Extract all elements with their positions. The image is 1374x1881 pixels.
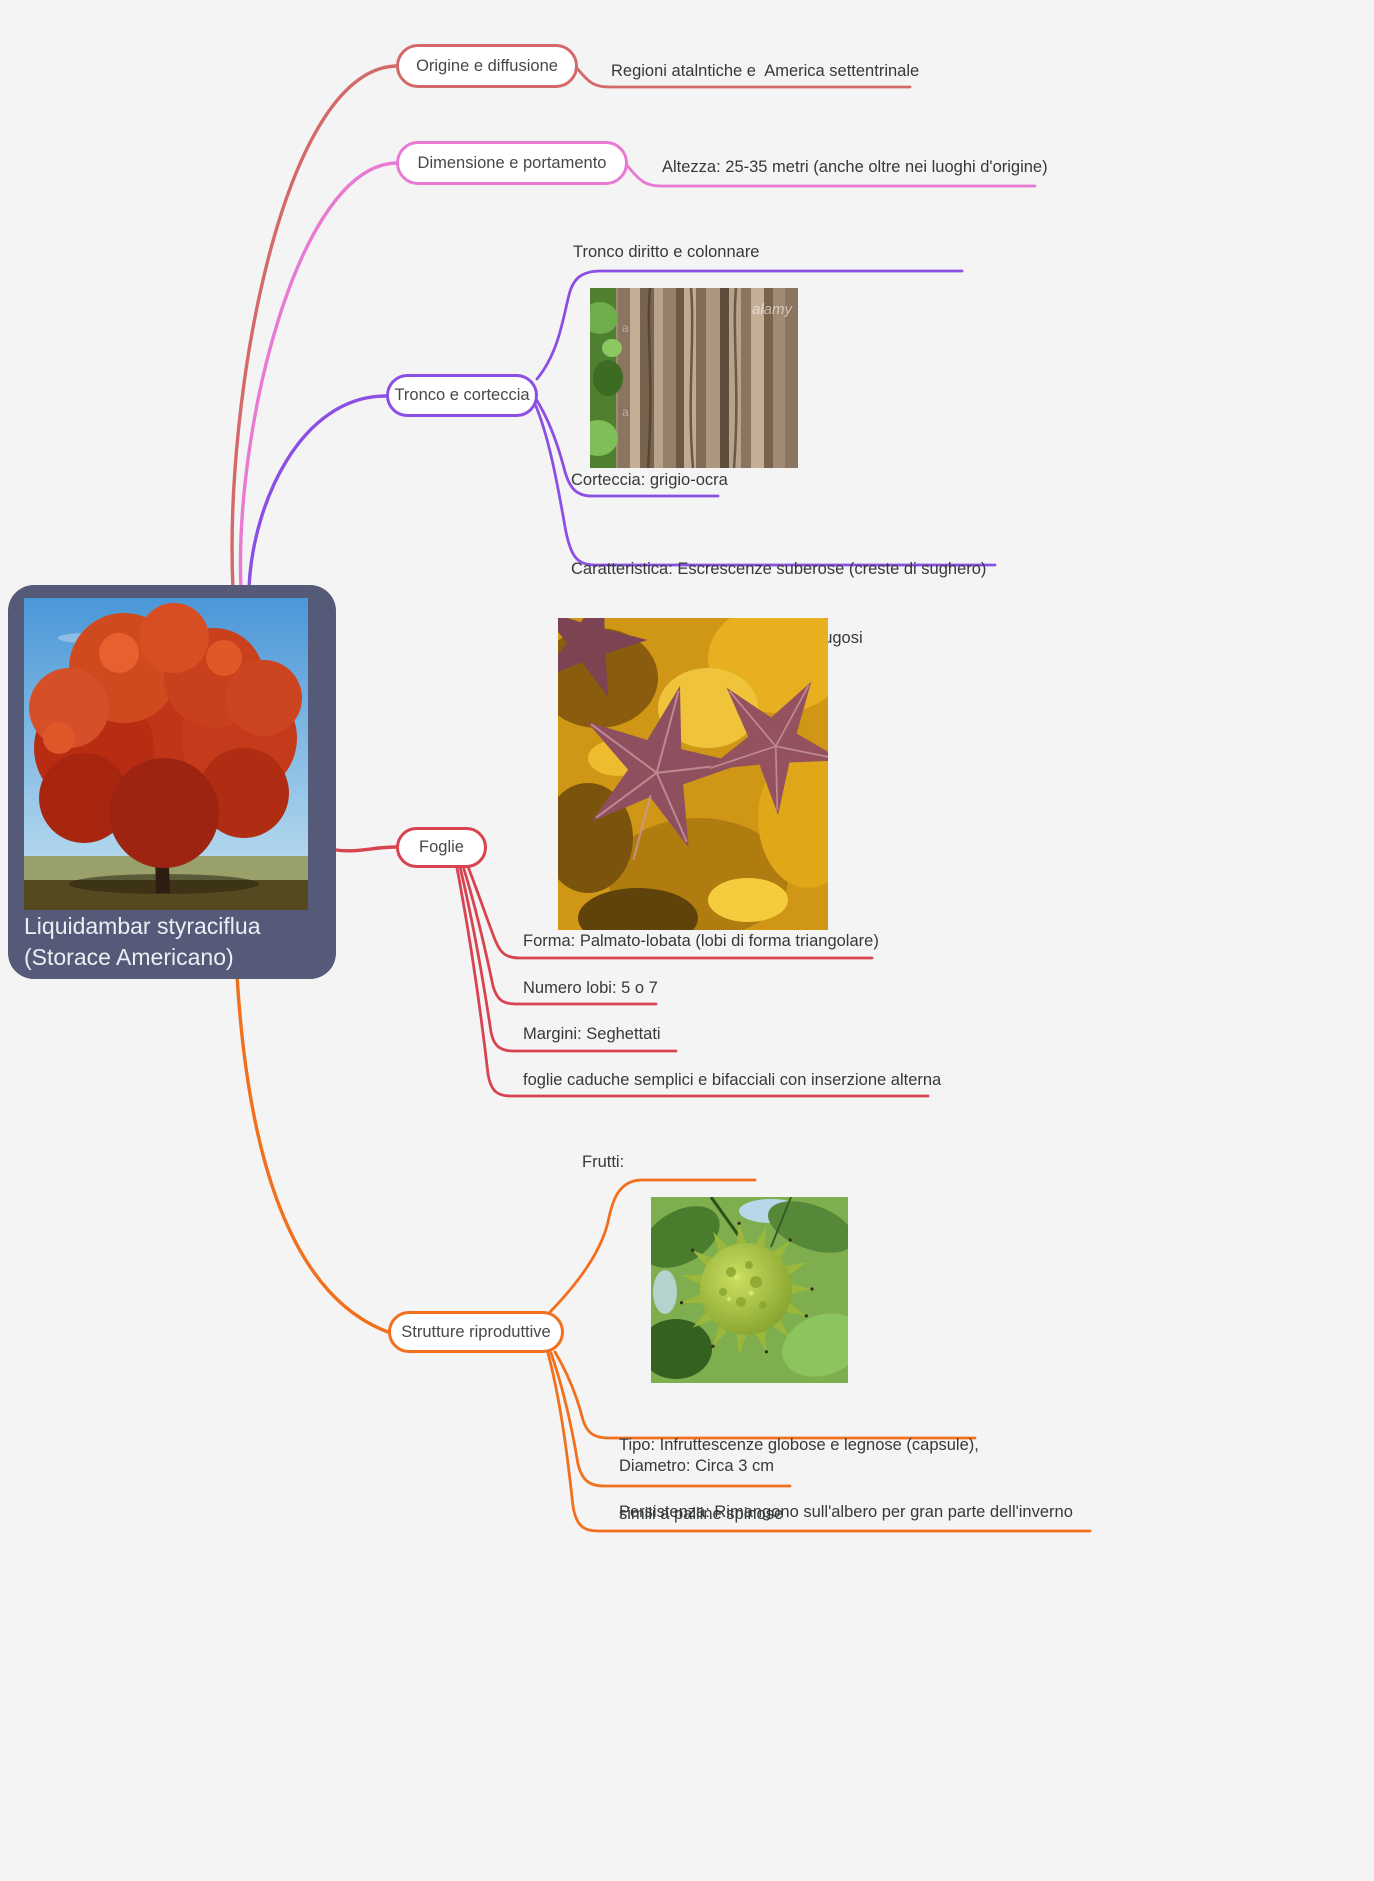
node-label: Strutture riproduttive	[401, 1322, 551, 1341]
central-node[interactable]: Liquidambar styraciflua (Storace America…	[8, 585, 336, 979]
node-tronco-e-corteccia[interactable]: Tronco e corteccia	[386, 374, 538, 417]
note-tronco-diritto[interactable]: Tronco diritto e colonnare	[573, 243, 760, 261]
node-label: Origine e diffusione	[416, 56, 558, 75]
note-frutti-diametro[interactable]: Diametro: Circa 3 cm	[619, 1457, 774, 1475]
node-label: Dimensione e portamento	[417, 153, 607, 172]
note-frutti-label[interactable]: Frutti:	[582, 1153, 625, 1171]
fruit-photo[interactable]	[651, 1197, 848, 1383]
node-foglie[interactable]: Foglie	[396, 827, 487, 868]
central-title-line2: (Storace Americano)	[24, 944, 234, 970]
node-label: Tronco e corteccia	[394, 386, 530, 404]
leaf-photo[interactable]	[558, 618, 828, 930]
note-dimensione-altezza[interactable]: Altezza: 25-35 metri (anche oltre nei lu…	[662, 158, 1048, 176]
bark-photo-watermark-mark: a	[622, 405, 629, 419]
note-frutti-persistenza[interactable]: Persistenza: Rimangono sull'albero per g…	[619, 1503, 1073, 1521]
note-foglie-margini[interactable]: Margini: Seghettati	[523, 1025, 661, 1043]
note-foglie-caduche[interactable]: foglie caduche semplici e bifacciali con…	[523, 1071, 942, 1089]
node-origine-e-diffusione[interactable]: Origine e diffusione	[396, 44, 578, 88]
note-foglie-numero-lobi[interactable]: Numero lobi: 5 o 7	[523, 979, 658, 997]
node-dimensione-e-portamento[interactable]: Dimensione e portamento	[396, 141, 628, 185]
note-line: Tipo: Infruttescenze globose e legnose (…	[619, 1436, 979, 1454]
note-foglie-forma[interactable]: Forma: Palmato-lobata (lobi di forma tri…	[523, 932, 879, 950]
bark-photo-watermark: alamy	[752, 301, 794, 318]
note-frutti-tipo[interactable]: Tipo: Infruttescenze globose e legnose (…	[619, 1388, 979, 1572]
tree-photo[interactable]	[24, 598, 308, 910]
note-corteccia-colore[interactable]: Corteccia: grigio-ocra	[571, 471, 728, 489]
central-title-line1: Liquidambar styraciflua	[24, 913, 261, 939]
node-strutture-riproduttive[interactable]: Strutture riproduttive	[388, 1311, 564, 1353]
bark-photo-watermark-mark: a	[622, 321, 629, 335]
node-label: Foglie	[419, 838, 464, 856]
bark-photo[interactable]: alamy a a	[590, 288, 798, 468]
note-origine-regioni[interactable]: Regioni atalntiche e America settentrina…	[611, 62, 920, 80]
central-node-title: Liquidambar styraciflua (Storace America…	[24, 911, 324, 973]
note-line: Caratteristica: Escrescenze suberose (cr…	[571, 560, 987, 578]
